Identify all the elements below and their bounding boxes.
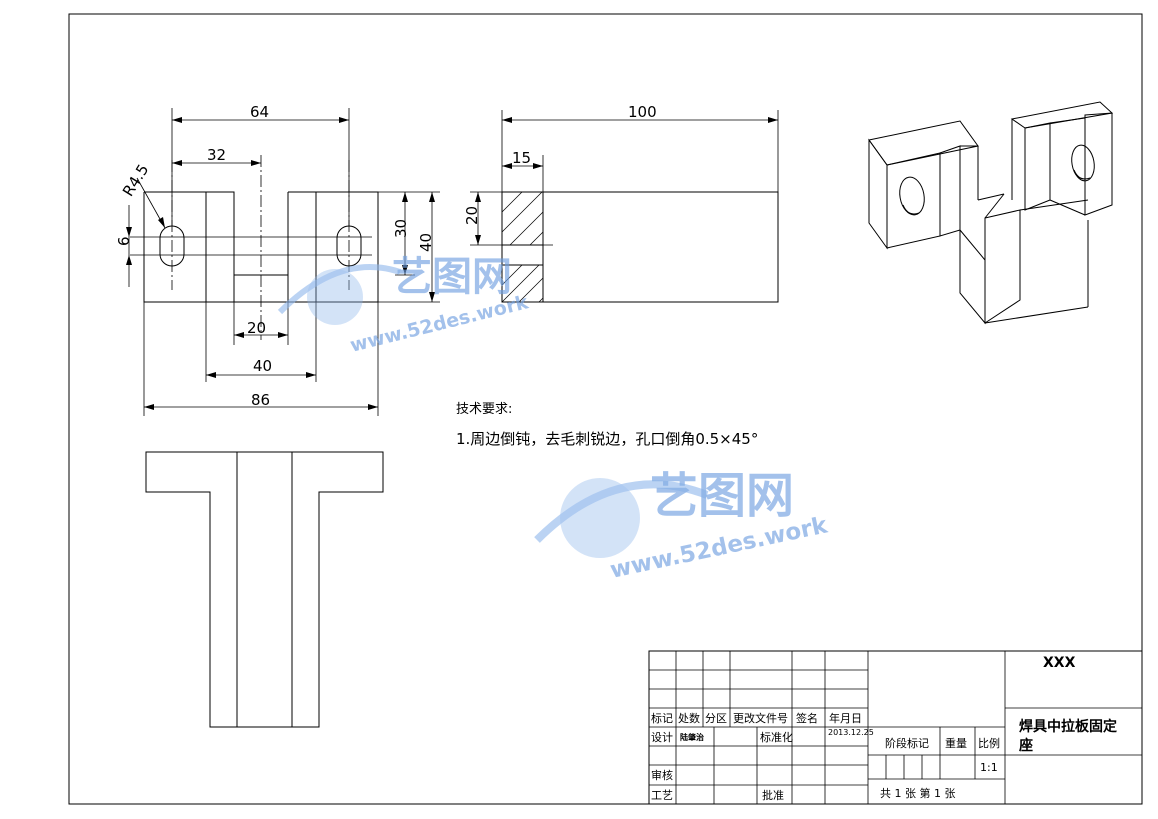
tb-approve: 批准 — [762, 788, 784, 802]
dim-6: 6 — [115, 236, 133, 246]
tb-count: 处数 — [678, 712, 700, 725]
side-view: 100 15 20 — [463, 103, 779, 303]
tb-scale-label: 比例 — [978, 736, 1000, 750]
dim-bottom-20: 20 — [247, 319, 266, 337]
tb-designer: 陆肇治 — [680, 732, 704, 742]
watermark-upper: 艺图网 www.52des.work — [277, 254, 531, 357]
tb-date: 年月日 — [829, 711, 862, 725]
tb-design-date: 2013.12.25 — [828, 728, 874, 737]
dim-32: 32 — [207, 146, 226, 164]
tb-change-doc: 更改文件号 — [733, 711, 788, 725]
tb-sheets: 共 1 张 第 1 张 — [880, 786, 955, 800]
tb-weight: 重量 — [945, 736, 967, 750]
top-view — [145, 451, 384, 728]
dim-15: 15 — [512, 149, 531, 167]
tb-standardization: 标准化 — [760, 730, 793, 744]
t-profile — [145, 451, 384, 728]
tb-stage-mark: 阶段标记 — [885, 736, 929, 750]
tech-req-heading: 技术要求: — [456, 402, 512, 417]
dim-radius: R4.5 — [119, 161, 152, 200]
tb-signature: 签名 — [796, 711, 818, 725]
watermark-center: 艺图网 www.52des.work — [534, 468, 830, 584]
tb-scale-value: 1:1 — [980, 761, 998, 774]
tb-process: 工艺 — [651, 789, 673, 802]
dim-100: 100 — [628, 103, 657, 121]
dim-86: 86 — [251, 391, 270, 409]
watermark-brand-upper: 艺图网 — [392, 254, 512, 300]
tb-company: XXX — [1043, 655, 1076, 671]
side-outline — [501, 191, 779, 303]
tb-part-name-1: 焊具中拉板固定 — [1019, 718, 1117, 735]
dim-40: 40 — [417, 233, 435, 252]
tb-mark: 标记 — [651, 711, 673, 725]
title-block: 标记 处数 分区 更改文件号 签名 年月日 设计 陆肇治 标准化 2013.12… — [648, 650, 1143, 805]
front-dimensions: 64 32 R4.5 6 30 40 20 — [115, 103, 440, 416]
tb-part-name-2: 座 — [1019, 737, 1033, 754]
tb-review: 审核 — [651, 768, 673, 782]
dim-30: 30 — [392, 219, 410, 238]
drawing-frame — [68, 13, 1143, 805]
tech-req-item-1: 1.周边倒钝，去毛刺锐边，孔口倒角0.5×45° — [456, 430, 758, 448]
front-left-block — [143, 191, 235, 303]
dim-bottom-40: 40 — [253, 357, 272, 375]
tb-design-label: 设计 — [651, 731, 673, 744]
dim-side-20: 20 — [463, 206, 481, 225]
dim-64: 64 — [250, 103, 269, 121]
watermark-url-upper: www.52des.work — [348, 291, 531, 357]
section-hatch — [501, 191, 544, 303]
isometric-view — [868, 101, 1114, 325]
watermark-brand-center: 艺图网 — [650, 468, 794, 524]
tb-zone: 分区 — [705, 712, 727, 725]
